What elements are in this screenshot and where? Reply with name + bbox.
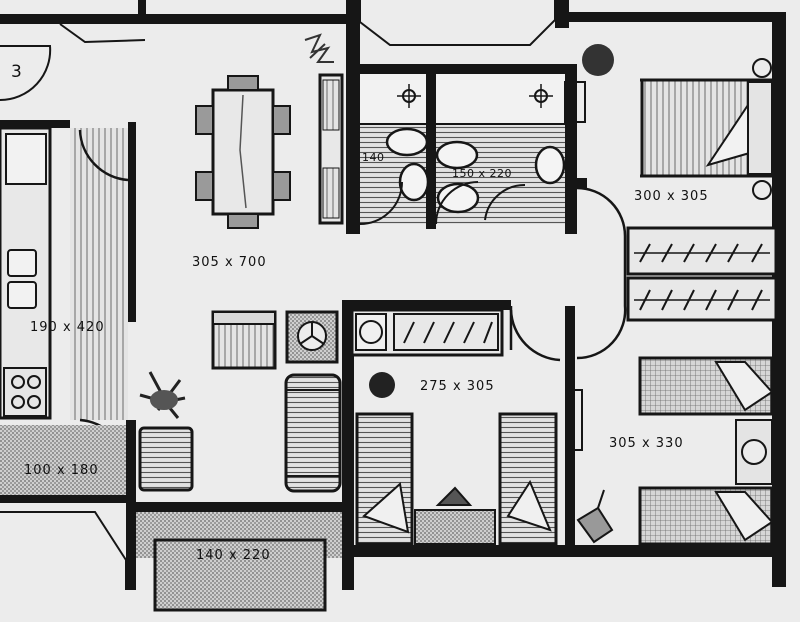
walls <box>0 0 786 590</box>
hall-wardrobes <box>626 226 778 322</box>
living-cabinet <box>318 73 344 225</box>
kitchen-label: 190 x 420 <box>30 320 105 335</box>
utility-floor <box>0 425 126 495</box>
plant-stand <box>138 371 194 492</box>
bath1-label: 140 <box>362 151 385 164</box>
unit-number: 3 <box>11 62 22 82</box>
kids-bedroom <box>350 308 558 546</box>
master-bedroom-label: 300 x 305 <box>634 189 709 204</box>
kitchen <box>0 126 130 471</box>
guest-bedroom-label: 305 x 330 <box>609 436 684 451</box>
master-bedroom <box>582 44 774 200</box>
potted-plant-top <box>304 33 334 63</box>
entry-door <box>0 45 52 102</box>
balcony-label: 140 x 220 <box>196 548 271 563</box>
armchair-left <box>211 310 277 370</box>
top-windows <box>59 0 556 46</box>
kids-bedroom-label: 275 x 305 <box>420 379 495 394</box>
bathrooms <box>359 74 586 225</box>
guest-bedroom <box>571 356 774 546</box>
living-room-label: 305 x 700 <box>192 255 267 270</box>
utility-label: 100 x 180 <box>24 463 99 478</box>
side-table <box>285 310 339 364</box>
sofa <box>284 373 342 493</box>
balcony <box>0 511 342 612</box>
hall-doors <box>509 186 627 362</box>
bath2-label: 150 x 220 <box>452 167 512 180</box>
dining-table <box>195 75 291 229</box>
